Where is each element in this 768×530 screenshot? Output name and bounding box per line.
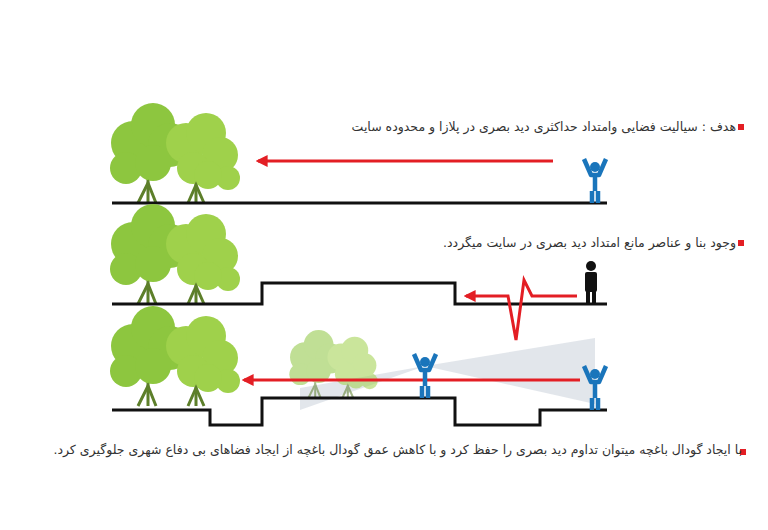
panel-sunken-garden: [110, 306, 607, 425]
panel-blocked: [110, 204, 607, 340]
note-text: هدف : سیالیت فضایی وامتداد حداکثری دید ب…: [176, 119, 736, 136]
panel-open: [110, 103, 607, 203]
note-text: با ایجاد گودال باغچه میتوان تداوم دید بص…: [30, 442, 742, 459]
note-text: وجود بنا و عناصر مانع امتداد دید بصری در…: [176, 235, 736, 252]
